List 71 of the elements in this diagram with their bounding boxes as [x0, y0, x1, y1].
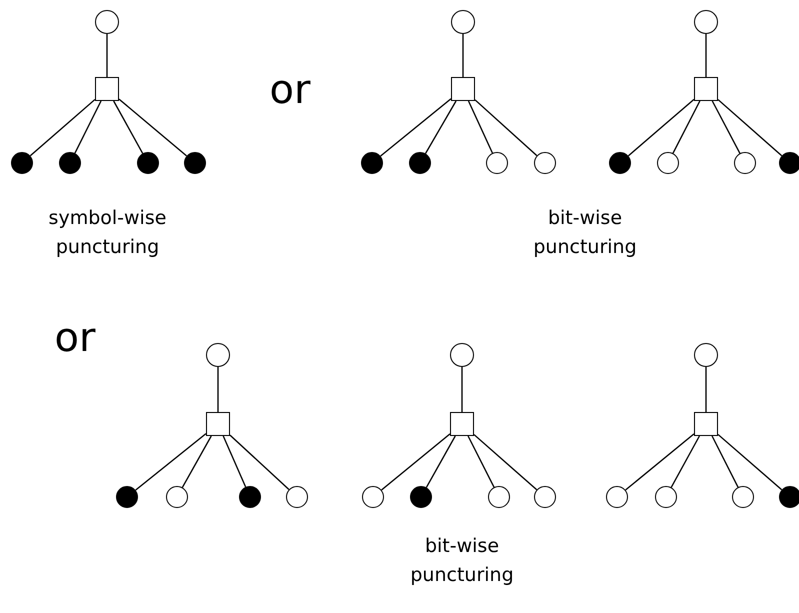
connector-line	[113, 100, 144, 154]
connector-line	[222, 436, 246, 488]
filled-circle	[116, 486, 138, 508]
connector-line	[705, 34, 707, 77]
caption: symbol-wise puncturing	[48, 206, 168, 260]
filled-circle	[11, 152, 33, 174]
connector-line	[118, 98, 187, 156]
open-circle	[206, 343, 230, 367]
filled-circle	[779, 486, 799, 508]
connector-line	[135, 433, 206, 491]
filled-circle	[59, 152, 81, 174]
square-node	[95, 77, 119, 101]
or-label: or	[268, 70, 312, 110]
filled-circle	[137, 152, 159, 174]
caption: bit-wise puncturing	[409, 534, 515, 588]
square-node	[694, 77, 718, 101]
or-label: or	[54, 318, 96, 358]
connector-line	[705, 367, 707, 412]
open-circle	[95, 10, 119, 34]
open-circle	[657, 152, 679, 174]
filled-circle	[239, 486, 261, 508]
open-circle	[451, 10, 475, 34]
open-circle	[534, 152, 556, 174]
open-circle	[488, 486, 510, 508]
connector-line	[426, 436, 456, 488]
caption: bit-wise puncturing	[532, 206, 638, 260]
connector-line	[462, 34, 464, 77]
filled-circle	[361, 152, 383, 174]
connector-line	[468, 100, 493, 154]
filled-circle	[410, 486, 432, 508]
connector-line	[718, 434, 782, 490]
square-node	[694, 412, 718, 436]
connector-line	[625, 433, 694, 491]
open-circle	[362, 486, 384, 508]
connector-line	[381, 433, 450, 491]
square-node	[450, 412, 474, 436]
connector-line	[468, 436, 495, 488]
connector-line	[217, 367, 219, 412]
connector-line	[718, 99, 782, 156]
connector-line	[474, 434, 538, 490]
connector-line	[74, 100, 102, 154]
connector-line	[106, 34, 108, 77]
filled-circle	[409, 152, 431, 174]
open-circle	[606, 486, 628, 508]
connector-line	[182, 436, 212, 488]
open-circle	[486, 152, 508, 174]
connector-line	[628, 98, 694, 156]
connector-line	[474, 99, 538, 156]
open-circle	[534, 486, 556, 508]
open-circle	[694, 10, 718, 34]
filled-circle	[779, 152, 799, 174]
filled-circle	[609, 152, 631, 174]
connector-line	[30, 98, 96, 156]
connector-line	[712, 436, 739, 488]
open-circle	[734, 152, 756, 174]
open-circle	[166, 486, 188, 508]
open-circle	[694, 343, 718, 367]
square-node	[206, 412, 230, 436]
connector-line	[712, 100, 740, 154]
filled-circle	[184, 152, 206, 174]
connector-line	[461, 367, 463, 412]
connector-line	[380, 98, 452, 157]
connector-line	[230, 434, 290, 490]
connector-line	[424, 100, 457, 154]
connector-line	[670, 436, 700, 488]
open-circle	[655, 486, 677, 508]
open-circle	[450, 343, 474, 367]
open-circle	[286, 486, 308, 508]
connector-line	[672, 100, 700, 154]
square-node	[451, 77, 475, 101]
open-circle	[732, 486, 754, 508]
